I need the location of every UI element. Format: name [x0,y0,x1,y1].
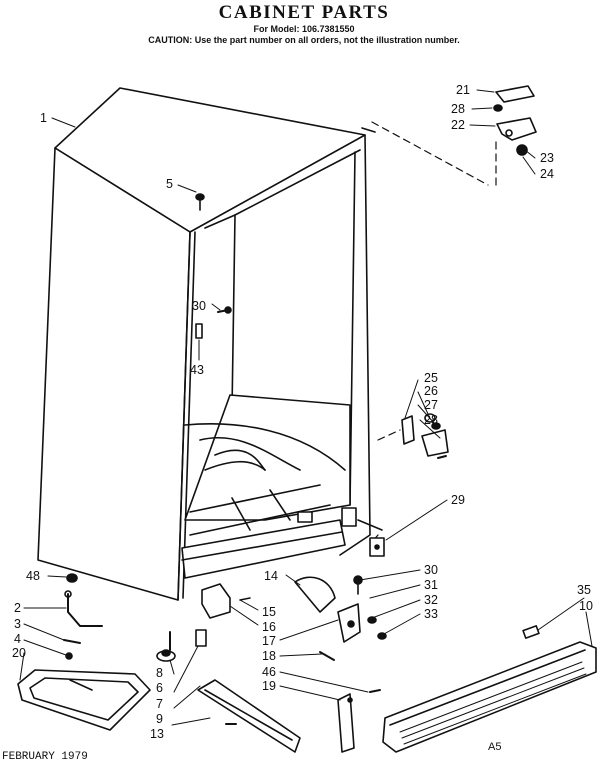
callout-10: 10 [579,599,593,613]
callout-2: 2 [14,601,21,615]
cover-14 [294,576,336,613]
callout-14: 14 [264,569,278,583]
callout-21: 21 [456,83,470,97]
rail-13 [197,679,301,753]
front-leg [156,631,176,662]
callout-16: 16 [262,620,276,634]
callout-33: 33 [424,607,438,621]
screw-5 [195,193,205,211]
callout-28-middle: 28 [424,413,438,427]
callout-9: 9 [156,712,163,726]
leg-assembly [17,573,151,731]
callout-24: 24 [540,167,554,181]
cabinet-shell [37,87,383,601]
callout-25: 25 [424,371,438,385]
callout-4: 4 [14,632,21,646]
page-title: CABINET PARTS [218,2,390,23]
callout-leaders [19,89,593,726]
callout-17: 17 [262,634,276,648]
callout-numbers: 1 5 30 43 21 28 22 23 24 25 26 27 28 29 … [12,83,593,741]
page-code: A5 [488,741,502,753]
callout-29: 29 [451,493,465,507]
callout-13: 13 [150,727,164,741]
clip-43 [195,323,203,339]
top-hinge-assembly [493,85,537,156]
relay-box [201,583,251,619]
middle-hinge-assembly [401,413,449,459]
screw-18 [319,651,335,661]
callout-15: 15 [262,605,276,619]
control-bracket [337,575,387,643]
leader-lines [371,121,497,543]
model-number: For Model: 106.7381550 [253,24,355,34]
callout-30-upper: 30 [192,299,206,313]
callout-32: 32 [424,593,438,607]
callout-7: 7 [156,697,163,711]
callout-28-top: 28 [451,102,465,116]
callout-5: 5 [166,177,173,191]
bracket-19 [337,689,381,753]
callout-3: 3 [14,617,21,631]
callout-48: 48 [26,569,40,583]
base-grille [382,625,597,753]
callout-46: 46 [262,665,276,679]
callout-20: 20 [12,646,26,660]
callout-8: 8 [156,666,163,680]
callout-26: 26 [424,384,438,398]
callout-35: 35 [577,583,591,597]
callout-23: 23 [540,151,554,165]
clip-7 [195,629,207,647]
bracket-29 [369,537,385,557]
callout-19: 19 [262,679,276,693]
callout-30-lower: 30 [424,563,438,577]
screw-30-upper [217,306,232,314]
revision-date: FEBRUARY 1979 [2,751,88,763]
caution-note: CAUTION: Use the part number on all orde… [148,35,460,45]
callout-43: 43 [190,363,204,377]
callout-18: 18 [262,649,276,663]
callout-1: 1 [40,111,47,125]
callout-6: 6 [156,681,163,695]
callout-31: 31 [424,578,438,592]
callout-22: 22 [451,118,465,132]
callout-27: 27 [424,398,438,412]
